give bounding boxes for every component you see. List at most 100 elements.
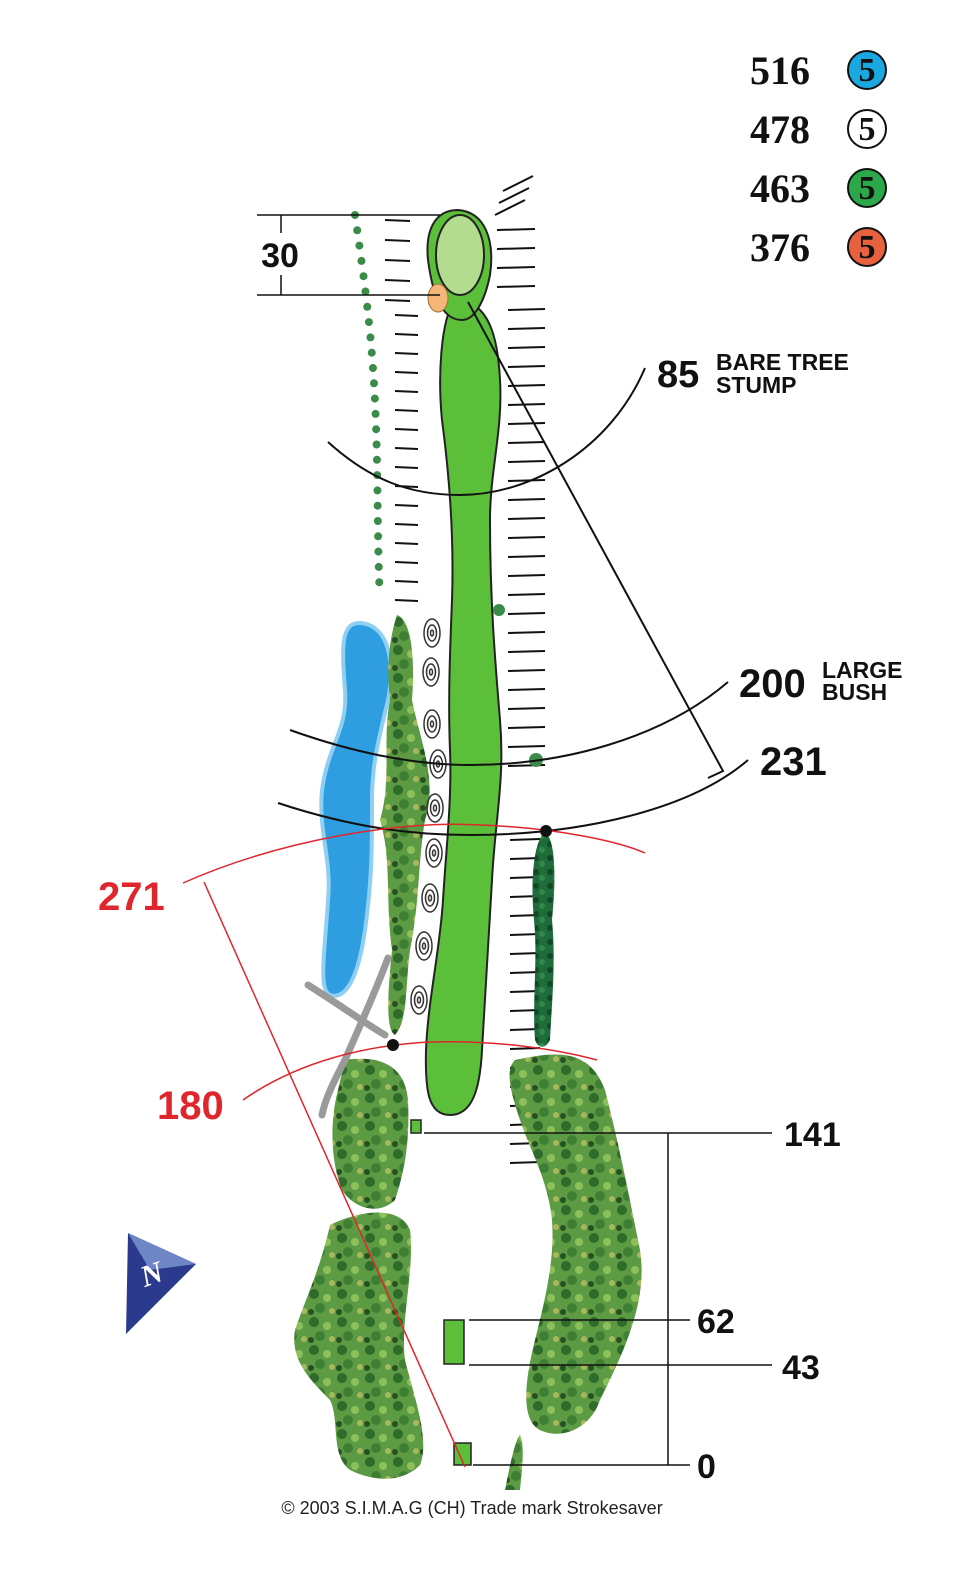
slope-mark xyxy=(507,441,546,444)
tee-mark-141: 141 xyxy=(784,1116,841,1154)
left-tree-block-lower xyxy=(294,1212,424,1479)
single-tree xyxy=(493,604,505,616)
slope-mark xyxy=(507,479,546,482)
green-depth-bracket xyxy=(257,214,440,296)
slope-mark xyxy=(507,745,546,748)
tee-par-badge: 5 xyxy=(847,109,887,149)
slope-mark xyxy=(507,536,546,539)
tee-row-green: 463 5 xyxy=(750,164,910,214)
small-tree xyxy=(370,394,379,403)
slope-mark xyxy=(502,175,534,192)
small-tree xyxy=(367,348,376,357)
tee-mark-43: 43 xyxy=(782,1349,820,1387)
slope-mark xyxy=(394,580,419,583)
slope-mark xyxy=(394,561,419,564)
slope-mark xyxy=(507,726,546,729)
slope-mark xyxy=(394,371,419,374)
water-hazard xyxy=(319,620,393,998)
slope-mark xyxy=(507,574,546,577)
slope-mark xyxy=(384,239,411,242)
small-tree xyxy=(375,578,384,587)
label-bush: BUSH xyxy=(822,679,887,705)
label-85-yards: 85 xyxy=(657,354,699,396)
slope-mark xyxy=(507,650,546,653)
small-tree xyxy=(374,562,383,571)
slope-mark xyxy=(507,688,546,691)
slope-mark xyxy=(394,523,419,526)
slope-mark xyxy=(394,504,419,507)
slope-mark xyxy=(498,187,530,204)
tee-par-badge: 5 xyxy=(847,50,887,90)
label-bare-tree: BARE TREE xyxy=(716,349,849,375)
slope-mark xyxy=(384,299,411,302)
label-stump: STUMP xyxy=(716,372,797,398)
slope-mark xyxy=(494,199,526,216)
small-tree xyxy=(355,241,364,250)
small-tree xyxy=(373,486,382,495)
slope-mark xyxy=(394,409,419,412)
small-tree xyxy=(372,455,381,464)
small-tree xyxy=(373,517,382,525)
slope-mark xyxy=(496,266,536,269)
green xyxy=(435,214,485,296)
slope-mark xyxy=(509,838,541,841)
slope-mark xyxy=(384,259,411,262)
right-dark-tree-line xyxy=(532,832,555,1047)
distance-arcs xyxy=(277,367,749,837)
tee-yardage: 478 xyxy=(750,107,810,152)
north-compass-icon: N xyxy=(126,1233,196,1334)
slope-mark xyxy=(507,327,546,330)
tee-row-white: 478 5 xyxy=(750,105,910,155)
slope-mark xyxy=(507,631,546,634)
red-distance-arcs xyxy=(182,823,646,1468)
slope-mark xyxy=(496,228,536,231)
small-tree xyxy=(373,501,382,510)
bunker xyxy=(426,793,444,823)
slope-mark xyxy=(507,517,546,520)
small-tree xyxy=(366,333,375,342)
slope-mark xyxy=(507,460,546,463)
slope-mark xyxy=(394,466,419,469)
bottom-tree-bits xyxy=(505,1435,523,1490)
slope-mark xyxy=(507,308,546,311)
small-tree xyxy=(353,226,362,235)
bunker xyxy=(423,618,441,648)
left-tree-block-upper xyxy=(332,1058,409,1209)
small-tree xyxy=(374,547,383,556)
slope-mark xyxy=(394,447,419,450)
right-tree-block xyxy=(509,1054,642,1434)
tee-row-red: 376 5 xyxy=(750,223,910,273)
small-tree xyxy=(364,318,373,327)
small-tree xyxy=(372,440,381,449)
tee-mark-0: 0 xyxy=(697,1448,716,1486)
measure-line-231 xyxy=(467,301,725,779)
slope-mark xyxy=(507,555,546,558)
tee-row-blue: 516 5 xyxy=(750,46,910,96)
label-200-yards: 200 xyxy=(739,662,806,706)
green-depth-label: 30 xyxy=(261,237,299,275)
bunker xyxy=(422,657,440,687)
slope-mark xyxy=(507,403,546,406)
slope-mark xyxy=(496,285,536,288)
small-tree xyxy=(374,532,383,541)
slope-mark xyxy=(384,279,411,282)
slope-mark xyxy=(394,352,419,355)
slope-mark xyxy=(509,933,541,936)
bunker xyxy=(425,838,443,868)
label-large: LARGE xyxy=(822,657,903,683)
left-tree-line xyxy=(380,615,430,1035)
small-tree xyxy=(363,302,372,311)
slope-mark xyxy=(507,422,546,425)
slope-mark xyxy=(509,971,541,974)
slope-mark xyxy=(507,365,546,368)
tee-yardage: 516 xyxy=(750,48,810,93)
slope-mark xyxy=(507,346,546,349)
bunker xyxy=(410,985,428,1015)
layup-marker xyxy=(387,1039,399,1051)
cart-path xyxy=(304,954,392,1119)
tee-mark-62: 62 xyxy=(697,1303,735,1341)
slope-mark xyxy=(509,952,541,955)
label-180-yards: 180 xyxy=(157,1084,224,1128)
slope-mark xyxy=(394,428,419,431)
